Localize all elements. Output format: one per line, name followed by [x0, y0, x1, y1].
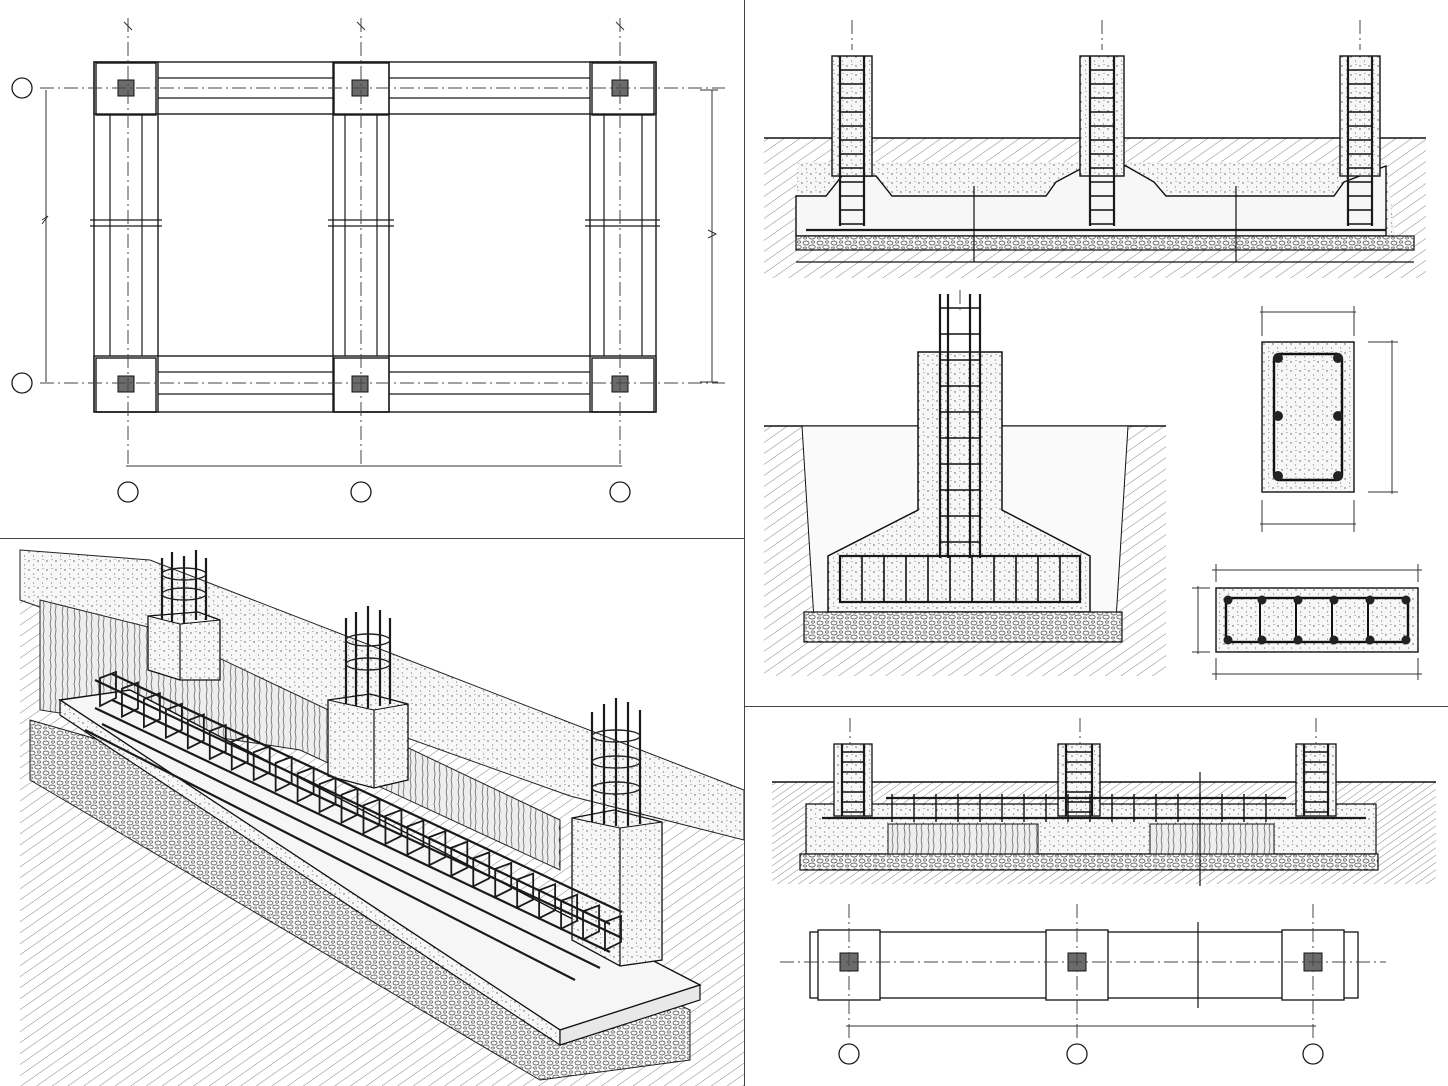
- column-bars: [1273, 353, 1343, 481]
- grid-bubble-icon: [11, 77, 631, 503]
- grade-beam-elevation-plan: [746, 708, 1448, 1086]
- isometric-footing-view: [0, 540, 744, 1086]
- pad-section-drawing: [764, 290, 1166, 676]
- strip-footing-section: [746, 0, 1448, 290]
- isometric-drawing: [19, 549, 744, 1086]
- dimension-lines: [41, 89, 718, 467]
- left-horizontal-divider: [0, 538, 744, 539]
- foundation-plan-drawing: [11, 18, 725, 503]
- beam-cross-section: [1186, 560, 1448, 684]
- column-pads: [95, 62, 655, 413]
- column-rebar: [160, 550, 642, 826]
- break-line-icon: [973, 186, 1237, 262]
- beam-bars: [1223, 595, 1411, 645]
- column-square-icon: [117, 79, 629, 393]
- right-horizontal-divider: [745, 706, 1448, 707]
- rebar-cage-icon: [84, 670, 623, 981]
- pad-footing-section: [746, 290, 1186, 704]
- strip-section-drawing: [764, 20, 1426, 278]
- column-cross-section: [1190, 296, 1448, 536]
- grade-beam-drawing: [772, 718, 1436, 1065]
- section-columns: [831, 55, 1381, 177]
- grid-bubble-icon: [838, 1043, 1324, 1065]
- column-stubs: [147, 611, 663, 967]
- foundation-plan: [0, 0, 744, 536]
- grid-axes: [40, 18, 725, 468]
- column-section-drawing: [1260, 306, 1398, 532]
- beam-section-drawing: [1192, 564, 1422, 680]
- vertical-divider: [744, 0, 745, 1086]
